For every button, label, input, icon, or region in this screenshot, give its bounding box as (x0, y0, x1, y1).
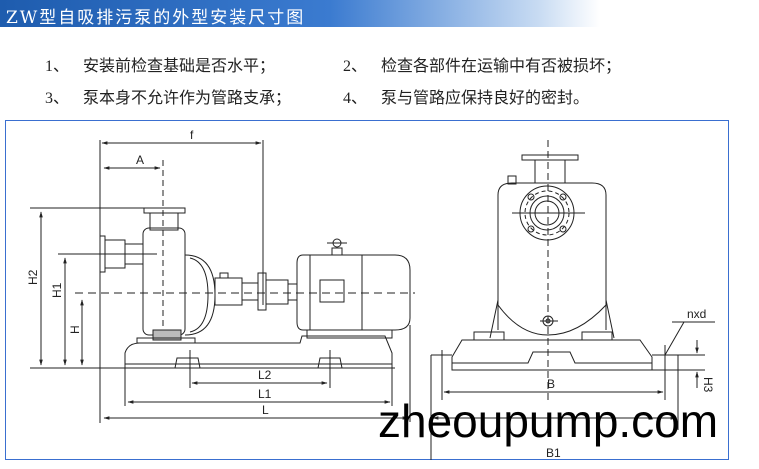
page-title: ZW型自吸排污泵的外型安装尺寸图 (6, 8, 306, 28)
note-3: 3、泵本身不允许作为管路支承； (45, 88, 292, 107)
title-bar: ZW型自吸排污泵的外型安装尺寸图 (0, 0, 600, 28)
note-4: 4、泵与管路应保持良好的密封。 (343, 88, 590, 107)
dim-H2: H2 (26, 269, 40, 285)
drawing-frame (5, 120, 729, 460)
dim-L1: L1 (258, 387, 272, 401)
watermark: zheoupump.com (378, 395, 719, 447)
dim-B: B (547, 377, 555, 391)
dim-H3: H3 (701, 377, 715, 393)
side-view (30, 140, 415, 423)
dim-B1: B1 (546, 446, 561, 460)
front-view (430, 140, 715, 460)
note-2: 2、检查各部件在运输中有否被损坏； (343, 56, 622, 75)
dim-H1: H1 (50, 282, 64, 298)
dim-L2: L2 (258, 368, 272, 382)
note-1: 1、安装前检查基础是否水平； (45, 56, 276, 75)
dim-nxd: nxd (687, 307, 706, 321)
dim-H: H (68, 325, 82, 334)
dim-f: f (190, 128, 194, 142)
dim-A: A (136, 153, 144, 167)
dim-L: L (262, 403, 269, 417)
